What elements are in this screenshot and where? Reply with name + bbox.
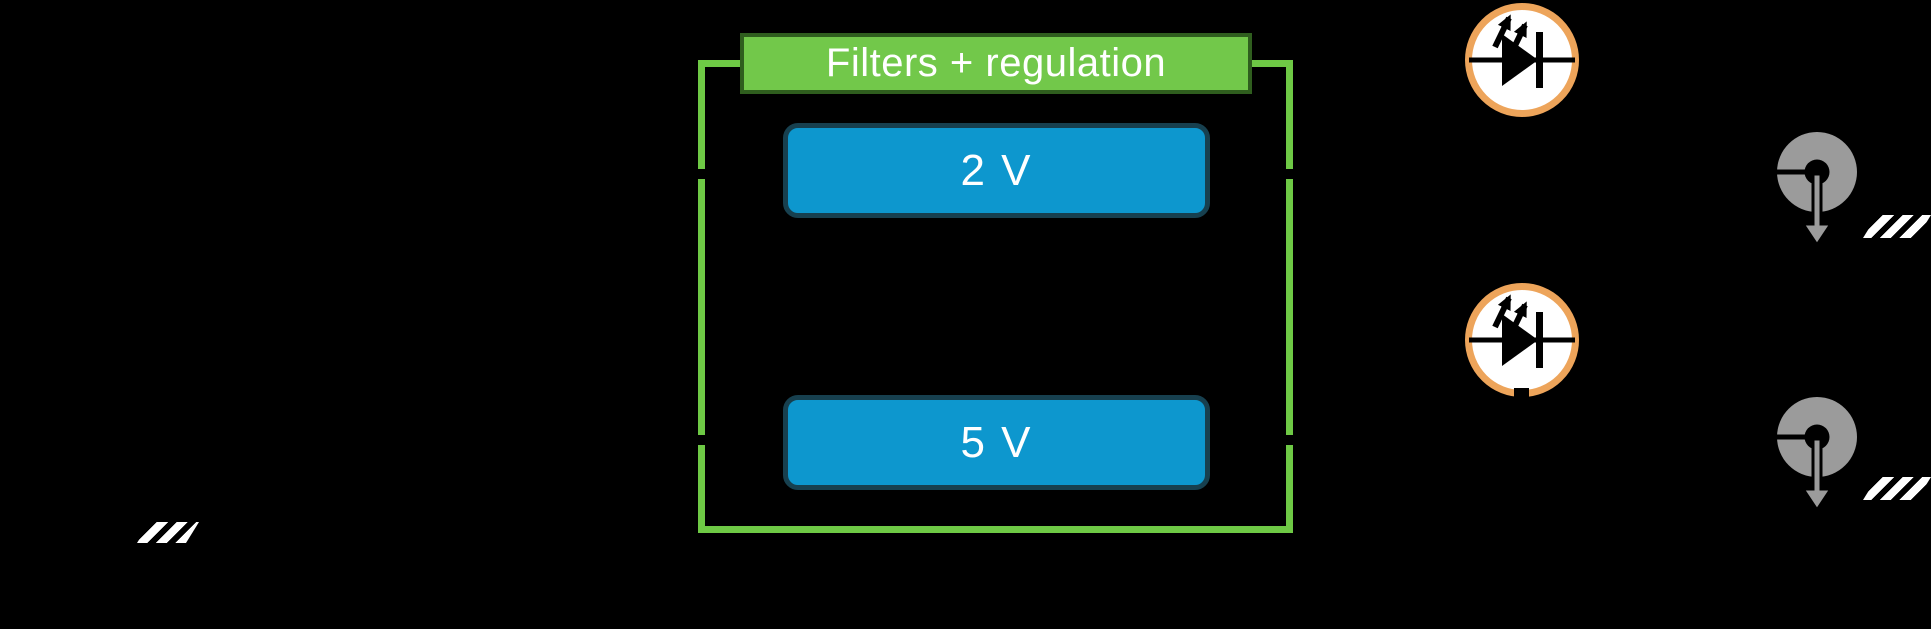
regulator-5v-box: 5 V xyxy=(783,395,1210,490)
regulator-5v-label: 5 V xyxy=(960,417,1033,467)
led-diode-icon xyxy=(1465,3,1579,117)
wire-gap xyxy=(1282,435,1298,445)
ground-hatch-icon xyxy=(1863,477,1931,500)
group-label: Filters + regulation xyxy=(740,33,1252,94)
wire-gap xyxy=(693,169,709,179)
group-label-text: Filters + regulation xyxy=(825,41,1167,85)
probe-pin-icon xyxy=(1776,132,1857,248)
wire-gap xyxy=(1282,169,1298,179)
regulator-2v-box: 2 V xyxy=(783,123,1210,218)
ground-hatch-icon xyxy=(137,522,199,543)
wire-gap xyxy=(693,435,709,445)
probe-pin-icon xyxy=(1776,397,1857,513)
regulator-2v-label: 2 V xyxy=(960,145,1033,195)
led-diode-icon xyxy=(1465,283,1579,398)
ground-hatch-icon xyxy=(1863,215,1931,238)
